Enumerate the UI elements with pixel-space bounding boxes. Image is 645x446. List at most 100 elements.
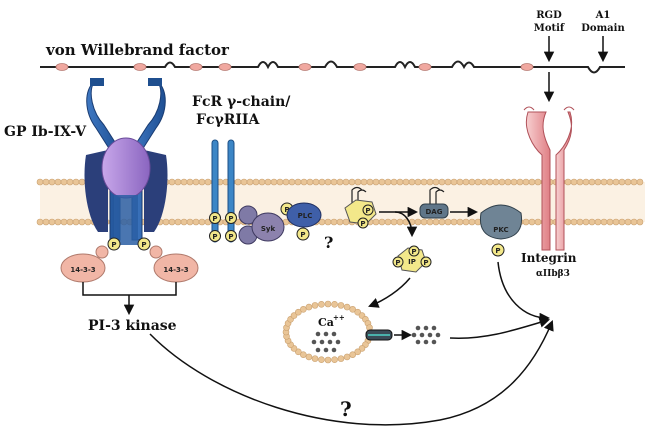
calcium-channel xyxy=(365,329,393,341)
lipid-head xyxy=(396,178,404,186)
store-membrane-bead xyxy=(295,308,302,316)
plc-label: PLC xyxy=(298,212,313,220)
lipid-head xyxy=(498,178,506,186)
calcium-ion xyxy=(323,347,329,353)
lipid-head xyxy=(570,178,578,186)
lipid-head xyxy=(234,178,242,186)
lipid-head xyxy=(594,178,602,186)
gpib-ix-v-complex xyxy=(84,78,168,245)
store-membrane-bead xyxy=(305,303,313,311)
fcr-label-line1: FcR γ-chain/ xyxy=(192,94,291,110)
calcium-superscript: ++ xyxy=(333,313,345,322)
lipid-head xyxy=(588,218,596,226)
calcium-ion xyxy=(331,331,337,337)
lipid-head xyxy=(330,178,338,186)
lipid-head xyxy=(384,218,392,226)
vwf-label: von Willebrand factor xyxy=(45,41,230,59)
lipid-head xyxy=(486,178,494,186)
lipid-head xyxy=(246,178,254,186)
adaptor-merge-line xyxy=(82,282,177,310)
lipid-head xyxy=(390,218,398,226)
store-membrane-bead xyxy=(318,356,325,363)
lipid-head xyxy=(450,218,458,226)
lipid-head xyxy=(72,218,80,226)
lipid-head xyxy=(66,218,74,226)
ip3-to-store-arrow xyxy=(368,277,411,308)
phospho-label: P xyxy=(228,233,233,241)
vwf-strand xyxy=(40,60,625,74)
lipid-head xyxy=(336,178,344,186)
lipid-head xyxy=(420,218,428,226)
lipid-head xyxy=(390,178,398,186)
lipid-head xyxy=(72,178,80,186)
lipid-head xyxy=(468,218,476,226)
store-membrane-bead xyxy=(311,302,319,309)
question-mark-pi3k: ? xyxy=(340,397,352,421)
lipid-head xyxy=(366,178,374,186)
lipid-head xyxy=(630,218,638,226)
lipid-head xyxy=(192,218,200,226)
calcium-ion xyxy=(415,325,421,331)
gpib-phospho-left: P xyxy=(107,237,121,251)
lipid-head xyxy=(426,178,434,186)
adaptor-14-3-3-left: 14-3-3 xyxy=(60,245,109,283)
lipid-head xyxy=(588,178,596,186)
calcium-ion xyxy=(319,339,325,345)
lipid-head xyxy=(342,178,350,186)
lipid-head xyxy=(174,178,182,186)
a1-domain-label-line2: Domain xyxy=(581,23,625,34)
store-membrane-bead xyxy=(290,312,298,319)
lipid-head xyxy=(306,178,314,186)
calcium-ion xyxy=(431,325,437,331)
syk-label: Syk xyxy=(261,225,276,233)
calcium-store: Ca ++ xyxy=(282,300,374,364)
lipid-head xyxy=(180,218,188,226)
lipid-head xyxy=(534,218,542,226)
lipid-head xyxy=(474,178,482,186)
lipid-head xyxy=(618,178,626,186)
lipid-head xyxy=(186,178,194,186)
lipid-head xyxy=(198,218,206,226)
lipid-head xyxy=(432,178,440,186)
lipid-head xyxy=(36,218,44,226)
store-membrane-bead xyxy=(337,302,345,309)
store-membrane-bead xyxy=(331,356,338,363)
gpib-phospho-right: P xyxy=(137,237,151,251)
lipid-head xyxy=(582,218,590,226)
store-membrane-bead xyxy=(358,345,366,352)
dag-molecule: DAG xyxy=(419,186,449,219)
lipid-head xyxy=(570,218,578,226)
lipid-head xyxy=(456,218,464,226)
lipid-head xyxy=(432,218,440,226)
lipid-head xyxy=(78,178,86,186)
lipid-head xyxy=(618,218,626,226)
pi3k-label: PI-3 kinase xyxy=(88,318,177,334)
lipid-head xyxy=(480,178,488,186)
lipid-head xyxy=(450,178,458,186)
lipid-head xyxy=(258,178,266,186)
lipid-head xyxy=(534,178,542,186)
lipid-head xyxy=(606,178,614,186)
pip2-molecule: P P xyxy=(344,186,377,229)
lipid-head xyxy=(504,178,512,186)
adaptor-right-label: 14-3-3 xyxy=(163,266,188,274)
lipid-head xyxy=(240,178,248,186)
lipid-head xyxy=(48,218,56,226)
calcium-ion xyxy=(331,347,337,353)
lipid-head xyxy=(48,178,56,186)
calcium-ion xyxy=(327,339,333,345)
pi3k-to-integrin-arrow xyxy=(149,320,554,426)
phospho-label: P xyxy=(111,241,116,249)
phospho-label: P xyxy=(395,259,400,267)
lipid-head xyxy=(300,178,308,186)
lipid-head xyxy=(66,178,74,186)
lipid-head xyxy=(168,218,176,226)
fcr-phospho: P xyxy=(209,212,221,224)
lipid-head xyxy=(312,178,320,186)
dag-label: DAG xyxy=(426,208,443,216)
lipid-head xyxy=(468,178,476,186)
lipid-head xyxy=(522,218,530,226)
lipid-head xyxy=(582,178,590,186)
lipid-head xyxy=(612,178,620,186)
